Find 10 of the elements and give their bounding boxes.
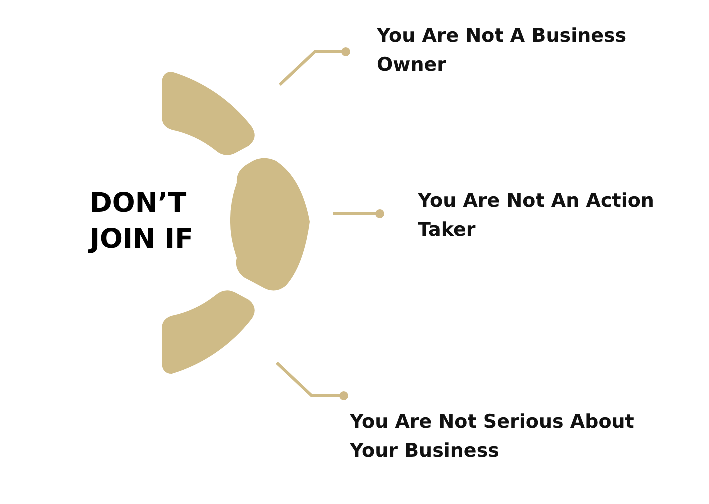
- item-text: You Are Not A Business Owner: [377, 22, 657, 80]
- leader-line: [278, 48, 350, 86]
- leader-line: [276, 362, 348, 400]
- heading-text: DON’T JOIN IF: [90, 187, 195, 257]
- item-text: You Are Not An Action Taker: [418, 187, 688, 245]
- arc-segment: [230, 158, 310, 291]
- leader-line: [333, 210, 384, 218]
- arc-segment: [162, 290, 255, 374]
- item-text: You Are Not Serious About Your Business: [350, 408, 660, 466]
- arc-segment: [162, 72, 255, 156]
